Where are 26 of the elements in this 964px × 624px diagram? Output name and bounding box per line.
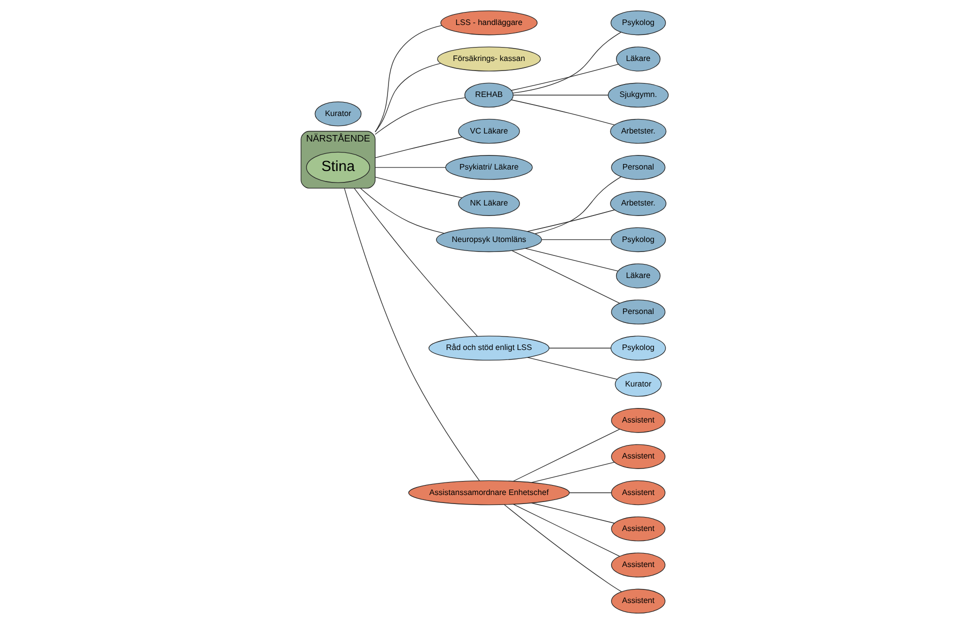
connector: [569, 492, 612, 494]
connector: [374, 25, 442, 132]
connector: [513, 428, 620, 482]
connector: [525, 248, 618, 272]
connector: [374, 176, 462, 198]
connector: [344, 188, 480, 482]
connector: [360, 188, 444, 234]
connector: [374, 62, 442, 132]
connector: [354, 188, 478, 336]
connector: [534, 176, 622, 234]
connector: [504, 504, 622, 592]
connector: [511, 64, 619, 91]
connector: [527, 210, 615, 232]
node-ellipse: Stina: [306, 152, 370, 183]
connector: [513, 504, 620, 557]
connector: [531, 462, 615, 483]
connector: [512, 32, 622, 94]
connector: [511, 100, 615, 126]
connector: [374, 97, 466, 135]
connector: [374, 167, 446, 168]
connector: [541, 239, 612, 240]
connector: [527, 357, 618, 380]
connector: [513, 94, 608, 96]
connector: [512, 250, 620, 304]
connector: [531, 502, 615, 524]
connector: [374, 136, 462, 158]
